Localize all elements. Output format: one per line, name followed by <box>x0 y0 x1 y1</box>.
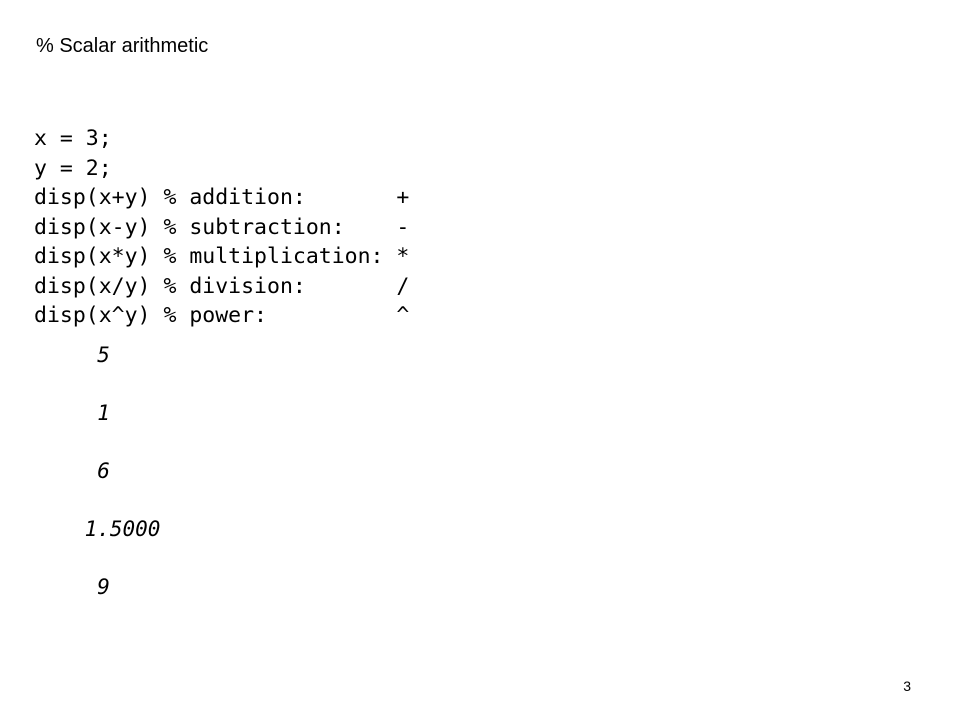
output-line <box>34 544 160 573</box>
code-line: disp(x*y) % multiplication: * <box>34 244 410 269</box>
output-line <box>34 486 160 515</box>
code-line: disp(x-y) % subtraction: - <box>34 214 410 240</box>
code-line: x = 3; <box>34 126 112 151</box>
output-line: 6 <box>34 459 110 483</box>
code-line: y = 2; <box>34 155 112 181</box>
output-line: 1 <box>34 401 110 425</box>
page-number: 3 <box>903 678 911 694</box>
output-block: 5 1 6 1.5000 9 <box>34 341 161 602</box>
code-block: x = 3; y = 2; disp(x+y) % addition: + di… <box>34 124 409 331</box>
code-line: disp(x^y) % power: ^ <box>34 303 410 328</box>
output-line <box>34 370 160 399</box>
slide-title: % Scalar arithmetic <box>36 35 209 57</box>
output-line: 1.5000 <box>34 517 161 541</box>
code-line: disp(x+y) % addition: + <box>34 185 410 210</box>
output-line <box>34 428 160 457</box>
output-line: 5 <box>34 343 110 367</box>
output-line: 9 <box>34 575 110 599</box>
code-line: disp(x/y) % division: / <box>34 273 410 299</box>
